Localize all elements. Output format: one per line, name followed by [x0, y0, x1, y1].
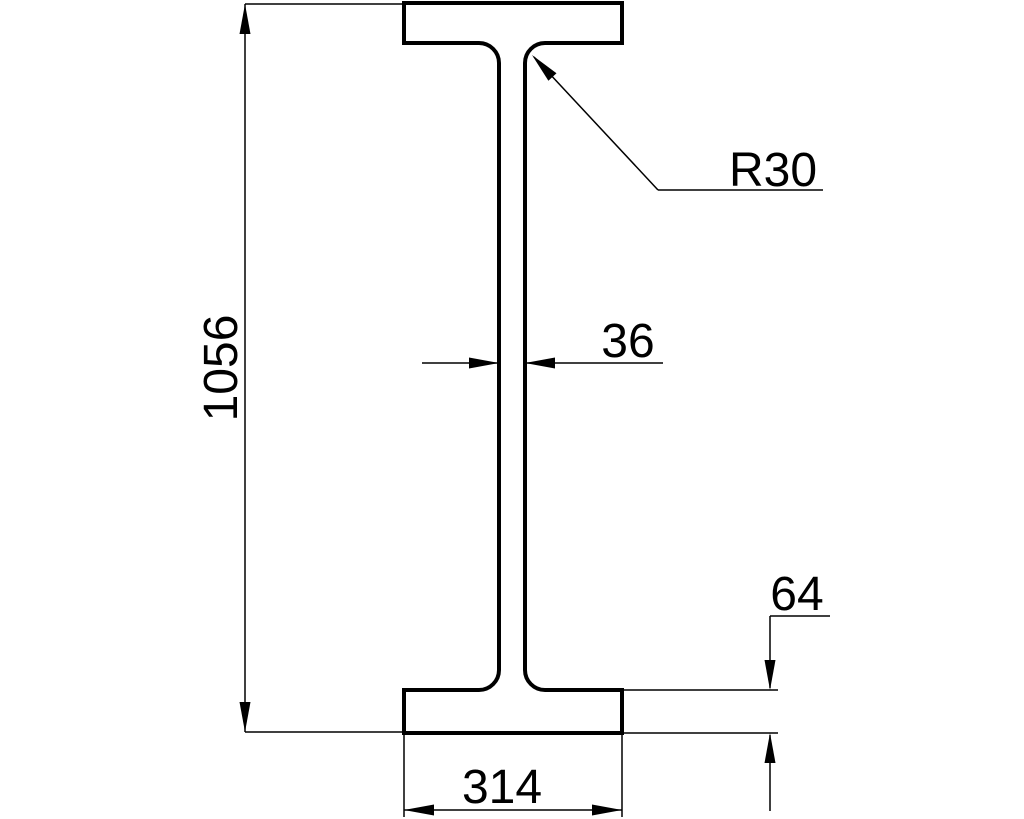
height-arrow-down [239, 702, 251, 732]
flange-thickness-arrow-down [764, 660, 776, 690]
flange-width-label: 314 [462, 761, 542, 814]
height-arrow-up [239, 4, 251, 34]
flange-width-arrow-right [592, 804, 622, 816]
fillet-radius-label: R30 [729, 144, 817, 197]
flange-width-arrow-left [404, 804, 434, 816]
height-dimension: 1056 [195, 3, 404, 733]
fillet-radius-leader: R30 [532, 55, 823, 197]
height-dimension-label: 1056 [195, 315, 248, 422]
web-thickness-label: 36 [601, 315, 654, 368]
web-thickness-dimension: 36 [422, 315, 663, 369]
web-thickness-arrow-right [469, 357, 499, 369]
fillet-leader-diagonal [533, 56, 659, 191]
fillet-leader-arrow [532, 55, 557, 81]
flange-thickness-label: 64 [770, 568, 823, 621]
ibeam-outline [402, 1, 624, 735]
web-thickness-arrow-left [525, 357, 555, 369]
flange-width-dimension: 314 [403, 735, 623, 817]
flange-thickness-dimension: 64 [624, 568, 830, 811]
